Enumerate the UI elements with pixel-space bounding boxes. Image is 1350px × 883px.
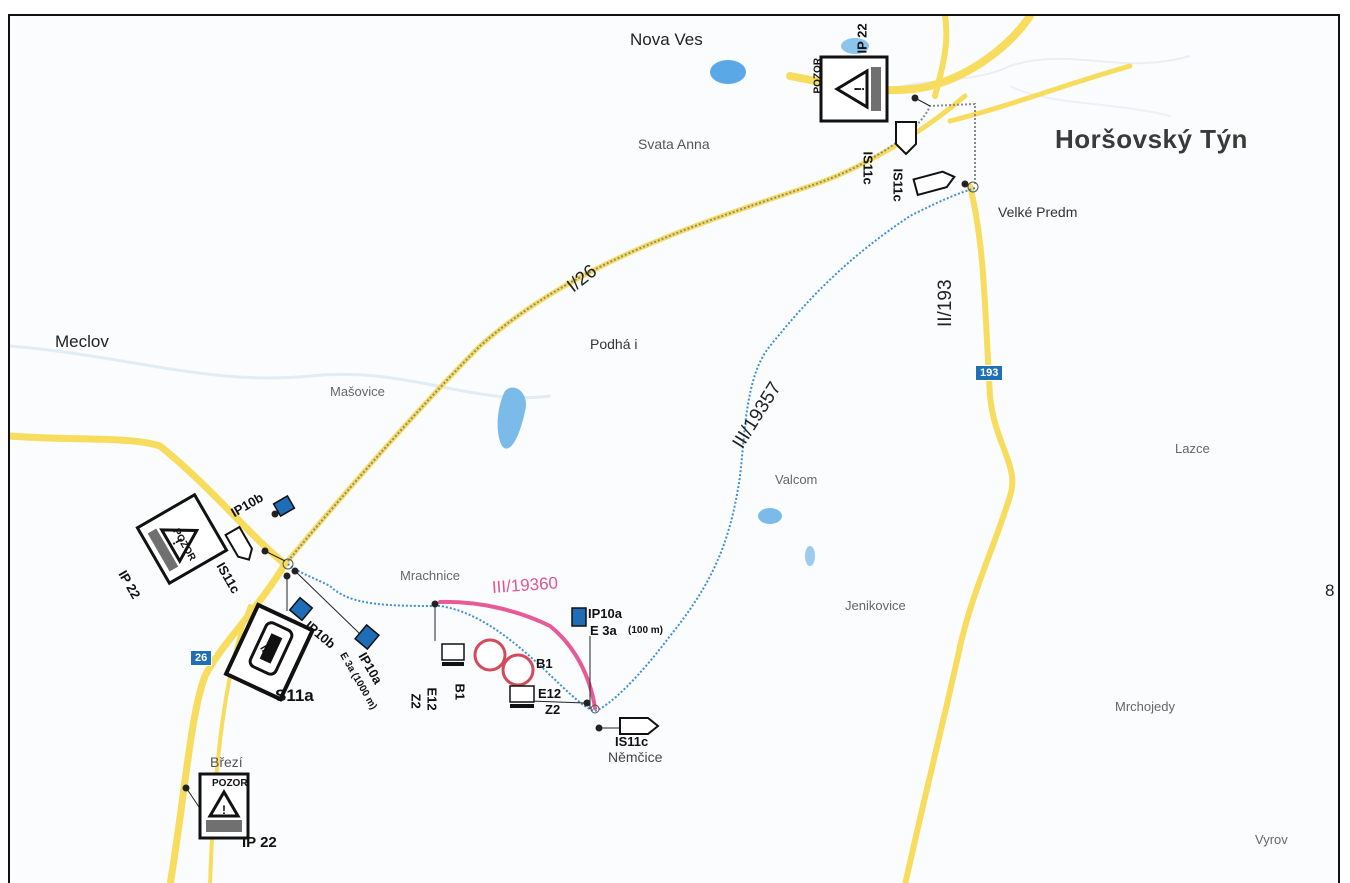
road-shield-26: 26 xyxy=(190,650,213,666)
sign-post xyxy=(283,572,291,580)
place-label-brez: Březí xyxy=(210,754,243,770)
road-north xyxy=(932,16,950,99)
detour-route-i26 xyxy=(287,102,976,562)
b1-sign-icon xyxy=(501,653,535,687)
b1-sign-icon xyxy=(473,638,507,672)
sign-post xyxy=(182,784,190,792)
place-label-vyrov: Vyrov xyxy=(1255,832,1288,847)
sign-post xyxy=(595,724,603,732)
pond xyxy=(758,508,782,524)
junction-marker xyxy=(590,704,600,714)
leader-line xyxy=(529,700,586,704)
junction-marker xyxy=(967,181,979,193)
arrow-sign-icon xyxy=(619,717,660,735)
sign-label-e12-right: E12 xyxy=(538,686,562,701)
ip22-sign-top: ! xyxy=(819,55,889,123)
place-label-svata-anna: Svata Anna xyxy=(638,136,710,152)
sign-label-pozor-bottom: POZOR xyxy=(212,778,248,789)
detour-route-iii19357 xyxy=(287,187,976,713)
place-label-mrachnice: Mrachnice xyxy=(400,568,460,583)
sign-label-e12-left: E12 xyxy=(424,687,440,711)
sign-label-e3a-100m: (100 m) xyxy=(628,625,664,636)
terrain-background xyxy=(10,55,1191,400)
e12-board-icon xyxy=(441,643,465,661)
ip10b-sign-icon xyxy=(272,494,296,518)
terrain-river xyxy=(869,55,1191,97)
place-label-masovice: Mašovice xyxy=(330,384,385,399)
place-label-mrchojedy: Mrchojedy xyxy=(1115,699,1175,714)
detour-map[interactable]: ! ! ! xyxy=(10,16,1340,883)
pond xyxy=(841,38,869,54)
sign-post xyxy=(271,510,279,518)
z2-barrier-icon xyxy=(442,662,464,666)
arrow-sign-icon xyxy=(224,525,254,561)
map-frame: ! ! ! xyxy=(8,14,1340,883)
sign-post xyxy=(261,547,269,555)
main-roads xyxy=(10,16,1133,883)
ip22-sign-left: ! xyxy=(135,492,229,586)
ip10a-sign-icon xyxy=(354,623,380,651)
sign-label-z2-right: Z2 xyxy=(545,702,561,717)
ip10a-sign-icon xyxy=(571,607,587,627)
ip10b-sign-icon xyxy=(288,596,314,622)
sign-label-z2-left: Z2 xyxy=(408,693,424,709)
sign-leader-lines xyxy=(182,94,969,817)
road-west-meclov xyxy=(10,432,289,568)
sign-post xyxy=(291,567,299,575)
place-label-lazce: Lazce xyxy=(1175,441,1210,456)
place-label-nova-ves: Nova Ves xyxy=(630,30,703,49)
sign-label-ip22-top: IP 22 xyxy=(854,23,870,54)
pond xyxy=(497,387,526,449)
sign-post xyxy=(911,94,919,102)
is11c-sign xyxy=(224,121,956,735)
terrain-stream xyxy=(1009,85,1171,117)
sign-label-is11c-top-1: IS11c xyxy=(860,151,876,185)
junction-markers xyxy=(282,181,979,714)
sign-label-ip22-bottom: IP 22 xyxy=(242,834,277,851)
z2-barrier-icon xyxy=(510,704,534,708)
road-ii193 xyxy=(902,183,1016,883)
junction-marker xyxy=(282,558,294,570)
sign-post xyxy=(583,699,591,707)
road-shield-193: 193 xyxy=(975,365,1004,381)
terrain-river xyxy=(10,344,551,400)
sign-label-b1-left: B1 xyxy=(452,683,468,701)
pond xyxy=(710,60,746,84)
edge-number: 8 xyxy=(1325,581,1335,600)
place-label-nemcice: Němčice xyxy=(608,749,663,765)
ip10-signs xyxy=(272,494,587,651)
sign-label-is11c-top-2: IS11c xyxy=(890,168,906,202)
arrow-sign-icon xyxy=(895,121,917,156)
s11a-sign xyxy=(223,602,316,702)
water-bodies xyxy=(497,38,869,566)
sign-post xyxy=(961,180,969,188)
leader-line xyxy=(264,550,286,562)
sign-post xyxy=(431,600,439,608)
e12-board-icon xyxy=(509,685,535,703)
place-label-valcom: Valcom xyxy=(775,472,818,487)
place-label-velke-predm: Velké Predm xyxy=(998,204,1078,220)
sign-label-e3a-right: E 3a xyxy=(590,623,617,638)
sign-label-s11a: S11a xyxy=(275,686,314,705)
pond xyxy=(805,546,815,566)
ip22-sign-bottom: ! xyxy=(198,772,250,840)
place-label-meclov: Meclov xyxy=(55,332,109,351)
place-label-podhaji: Podhá i xyxy=(590,336,638,352)
svg-text:!: ! xyxy=(222,803,226,817)
leader-line xyxy=(294,570,361,635)
road-label-ii193: II/193 xyxy=(935,279,956,327)
sign-label-is11c-bottom: IS11c xyxy=(615,734,649,749)
e12-board xyxy=(441,643,535,708)
svg-text:!: ! xyxy=(851,87,867,92)
sign-label-ip10a-right: IP10a xyxy=(588,606,622,621)
closure-road-iii19360 xyxy=(438,599,597,710)
place-label-jenikovice: Jenikovice xyxy=(845,598,906,613)
road-east xyxy=(947,63,1133,124)
sign-label-b1-right: B1 xyxy=(536,656,553,671)
arrow-sign-icon xyxy=(912,170,956,197)
sign-label-pozor-top: POZOR xyxy=(812,57,824,94)
place-label-horsovsky-tyn: Horšovský Týn xyxy=(1055,124,1248,154)
